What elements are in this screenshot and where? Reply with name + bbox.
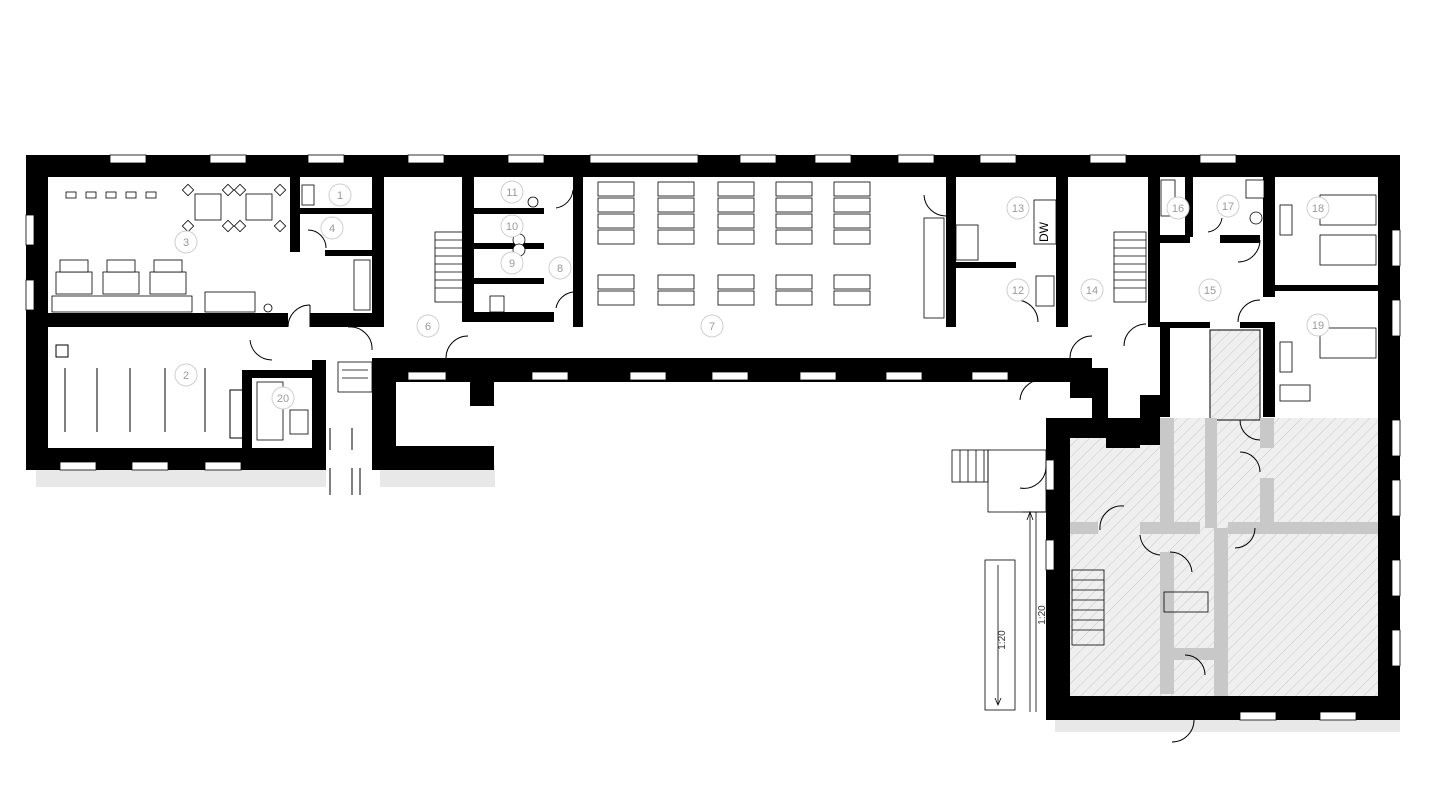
storage-racks [55,344,247,439]
room-number-11: 11 [506,187,517,199]
dining-table [775,274,813,290]
room-number-circle [500,180,524,204]
dining-table [717,181,755,197]
room-number-circle [271,386,295,410]
room-number-circle [1006,278,1030,302]
dining-table [657,290,695,306]
interior-walls [48,177,1380,720]
stairs [337,231,1209,646]
room-number-circle [1166,196,1190,220]
room-number-6: 6 [425,321,431,333]
dining-table [657,213,695,229]
room-number-circle [416,314,440,338]
room-number-circle [1306,196,1330,220]
room-number-circle [700,314,724,338]
room-number-19: 19 [1312,320,1324,332]
room-number-circle [1306,313,1330,337]
room-number-10: 10 [506,221,518,233]
room-number-3: 3 [183,237,189,249]
dining-table [597,290,635,306]
dining-table [657,229,695,245]
dining-table [597,229,635,245]
room-number-9: 9 [509,258,515,270]
dining-table [657,181,695,197]
room-number-20: 20 [277,393,289,405]
annex-partitions [1070,418,1380,698]
ramp [984,510,1046,712]
dining-table [717,197,755,213]
room-number-7: 7 [709,321,715,333]
dining-table [597,197,635,213]
dining-table [833,213,871,229]
room-number-12: 12 [1012,285,1024,297]
dining-table [597,213,635,229]
room-number-circle [320,216,344,240]
room-number-4: 4 [329,223,335,235]
room-number-13: 13 [1012,203,1024,215]
dining-table [833,197,871,213]
dining-table [775,197,813,213]
room-number-18: 18 [1312,203,1324,215]
room-number-circle [1080,278,1104,302]
room-number-circle [500,251,524,275]
door-swings [249,189,1261,743]
dining-table [775,229,813,245]
fixtures [256,179,1377,441]
room-number-2: 2 [183,370,189,382]
room-number-circle [1198,278,1222,302]
room-number-circle [174,363,198,387]
dining-table [775,181,813,197]
windows [25,154,1401,721]
room-number-circle [1216,194,1240,218]
dining-table [717,290,755,306]
dining-tables [597,181,871,306]
dining-table [833,290,871,306]
dining-table [597,181,635,197]
dining-table [717,229,755,245]
dining-table [657,197,695,213]
room-number-circle [328,183,352,207]
dining-table [833,229,871,245]
room-number-14: 14 [1086,285,1098,297]
dining-table [717,213,755,229]
ramp-slope-label-a: 1:20 [997,630,1008,650]
dining-table [597,274,635,290]
dining-table [717,274,755,290]
room-number-17: 17 [1222,201,1234,213]
room-number-1: 1 [337,190,343,202]
room-number-15: 15 [1204,285,1216,297]
room-number-circle [1006,196,1030,220]
room-number-circle [174,230,198,254]
dining-table [833,274,871,290]
dining-table [657,274,695,290]
room-number-circle [548,256,572,280]
room-number-16: 16 [1172,203,1184,215]
room-number-8: 8 [557,263,563,275]
dining-table [775,290,813,306]
cafe-furniture [51,183,287,313]
room-number-circle [500,214,524,238]
dining-table [833,181,871,197]
dishwasher-label: DW [1037,221,1051,242]
ramp-slope-label-b: 1:20 [1037,605,1048,625]
dining-table [775,213,813,229]
exterior-walls [26,155,1400,720]
